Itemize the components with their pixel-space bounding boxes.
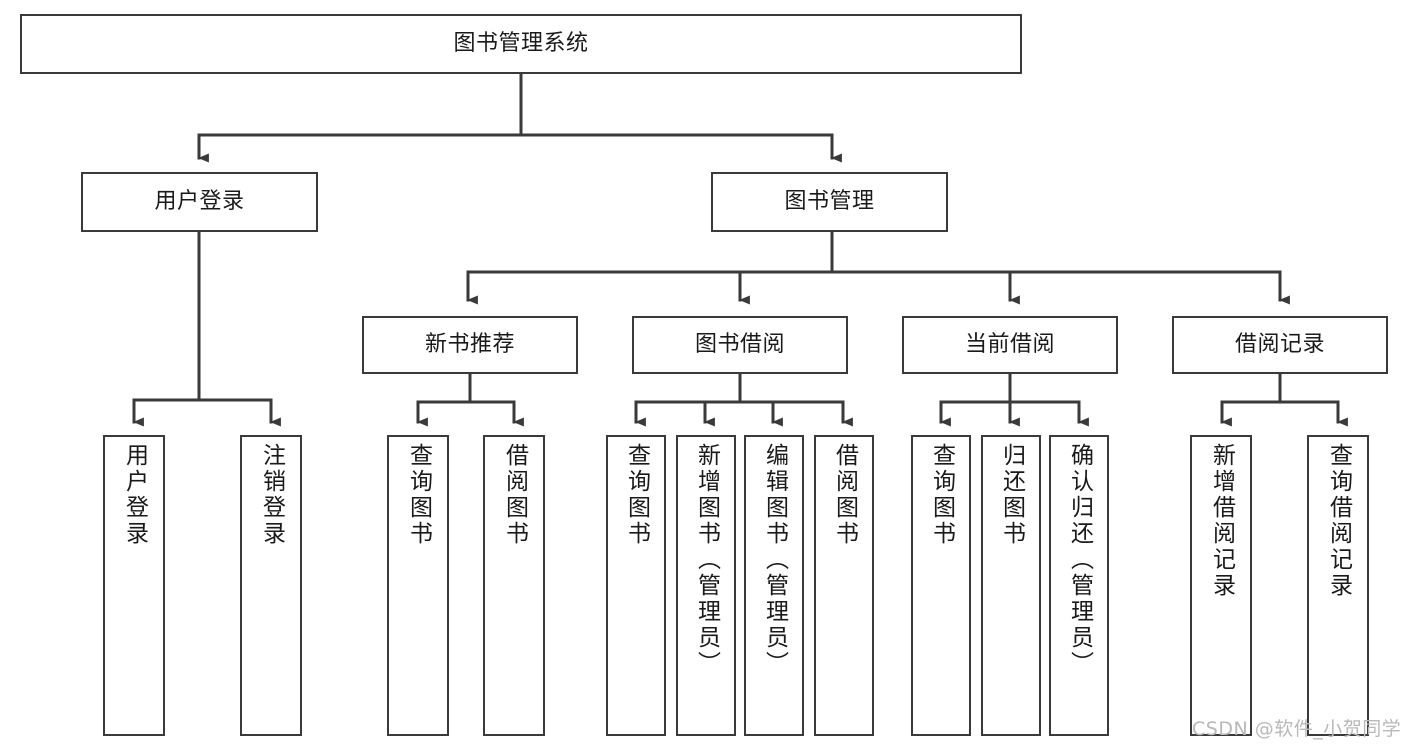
node-leaf-add-book[interactable]: 新增图书（管理员）	[676, 435, 736, 736]
node-user-login[interactable]: 用户登录	[81, 172, 318, 232]
node-leaf-user-login[interactable]: 用户登录	[103, 435, 165, 736]
node-leaf-add-book-label: 新增图书（管理员）	[693, 443, 720, 677]
node-leaf-borrow-book-1-label: 借阅图书	[501, 443, 528, 547]
node-root-label: 图书管理系统	[453, 30, 589, 56]
node-leaf-logout[interactable]: 注销登录	[240, 435, 302, 736]
node-leaf-query-record[interactable]: 查询借阅记录	[1307, 435, 1369, 736]
node-book-borrow-label: 图书借阅	[694, 331, 785, 357]
node-leaf-confirm-return-label: 确认归还（管理员）	[1066, 443, 1093, 677]
node-leaf-query-record-label: 查询借阅记录	[1325, 443, 1352, 599]
node-leaf-add-record[interactable]: 新增借阅记录	[1190, 435, 1252, 736]
node-borrow-record[interactable]: 借阅记录	[1172, 316, 1388, 374]
node-book-borrow[interactable]: 图书借阅	[632, 316, 848, 374]
node-leaf-return-book-label: 归还图书	[998, 443, 1025, 547]
watermark: CSDN @软件_小贺同学	[1192, 718, 1402, 740]
node-borrow-record-label: 借阅记录	[1234, 331, 1325, 357]
node-leaf-add-record-label: 新增借阅记录	[1208, 443, 1235, 599]
node-leaf-user-login-label: 用户登录	[121, 443, 148, 547]
node-leaf-query-book-1[interactable]: 查询图书	[387, 435, 449, 736]
node-current-borrow[interactable]: 当前借阅	[902, 316, 1118, 374]
node-leaf-edit-book-label: 编辑图书（管理员）	[761, 443, 788, 677]
node-leaf-logout-label: 注销登录	[258, 443, 285, 547]
node-leaf-query-book-3-label: 查询图书	[928, 443, 955, 547]
node-book-manage-label: 图书管理	[784, 188, 875, 214]
node-new-book-rec-label: 新书推荐	[424, 331, 515, 357]
node-leaf-query-book-3[interactable]: 查询图书	[911, 435, 971, 736]
node-leaf-edit-book[interactable]: 编辑图书（管理员）	[744, 435, 804, 736]
node-leaf-return-book[interactable]: 归还图书	[981, 435, 1041, 736]
node-leaf-query-book-1-label: 查询图书	[405, 443, 432, 547]
node-leaf-borrow-book-2-label: 借阅图书	[831, 443, 858, 547]
node-leaf-borrow-book-2[interactable]: 借阅图书	[814, 435, 874, 736]
node-leaf-confirm-return[interactable]: 确认归还（管理员）	[1049, 435, 1109, 736]
node-current-borrow-label: 当前借阅	[964, 331, 1055, 357]
node-leaf-query-book-2-label: 查询图书	[623, 443, 650, 547]
node-root[interactable]: 图书管理系统	[20, 14, 1022, 74]
node-book-manage[interactable]: 图书管理	[711, 172, 948, 232]
node-leaf-query-book-2[interactable]: 查询图书	[606, 435, 666, 736]
node-leaf-borrow-book-1[interactable]: 借阅图书	[483, 435, 545, 736]
node-new-book-rec[interactable]: 新书推荐	[362, 316, 578, 374]
node-user-login-label: 用户登录	[154, 188, 245, 214]
